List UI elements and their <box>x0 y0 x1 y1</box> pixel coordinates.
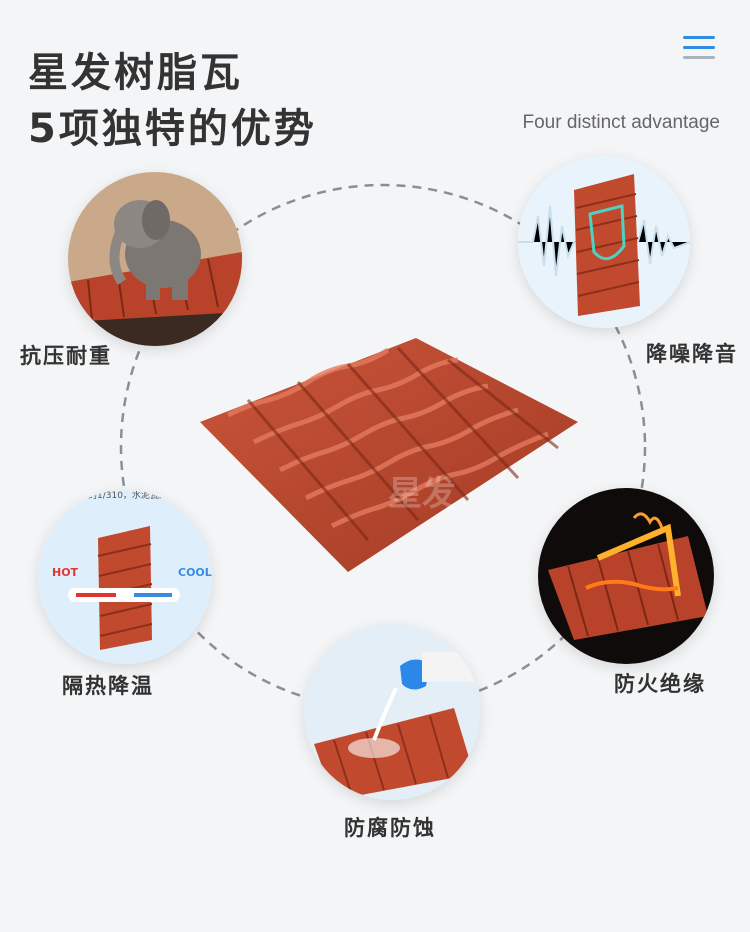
hero-watermark: 星发 <box>388 474 456 514</box>
hamburger-menu-icon[interactable] <box>683 36 715 64</box>
hot-label: HOT <box>52 566 79 579</box>
hero-resin-tile-image: 星发 <box>200 338 578 572</box>
feature-noise-image <box>518 156 690 328</box>
heat-note: 的1/310，水泥瓦的1/5 <box>88 490 182 501</box>
feature-load-label: 抗压耐重 <box>20 344 112 368</box>
feature-load-image <box>68 172 242 346</box>
page-title-line2: 5项独特的优势 <box>28 106 317 152</box>
feature-corrosion-image <box>304 624 480 800</box>
page-subtitle: Four distinct advantage <box>522 112 720 133</box>
page-title-line1: 星发树脂瓦 <box>28 50 243 96</box>
feature-heat-label: 隔热降温 <box>62 674 154 698</box>
feature-fire-image <box>538 488 714 664</box>
cool-label: COOL <box>178 566 212 579</box>
feature-fire-label: 防火绝缘 <box>614 672 706 696</box>
feature-noise-label: 降噪降音 <box>646 342 738 366</box>
feature-corrosion-label: 防腐防蚀 <box>344 816 436 840</box>
feature-heat-image: 的1/310，水泥瓦的1/5 HOT COOL <box>38 490 212 664</box>
